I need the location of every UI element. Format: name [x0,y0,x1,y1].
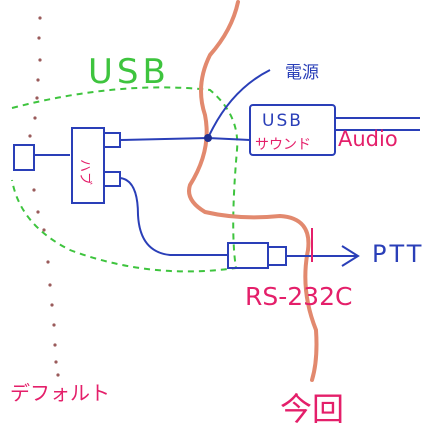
default-boundary-dots [28,16,60,377]
hub-label: ハブ [77,159,93,185]
audio-label: Audio [338,127,398,151]
left-device-icon [13,144,70,171]
power-label: 電源 [285,63,319,83]
usb-sound-line1: USB [262,111,303,131]
junction-dot [204,134,212,142]
this-time-label: 今回 [280,390,344,428]
default-label: デフォルト [10,381,110,405]
rs232c-connector [227,242,360,269]
rs232c-label: RS-232C [245,282,352,311]
usb-label: USB [88,52,170,92]
usb-sound-box [249,104,420,156]
usb-boundary-arc [11,86,239,273]
boundary-line [187,0,319,382]
usb-wiring [119,69,271,256]
ptt-label: PTT [372,240,424,268]
usb-sound-line2: サウンド [255,137,311,153]
